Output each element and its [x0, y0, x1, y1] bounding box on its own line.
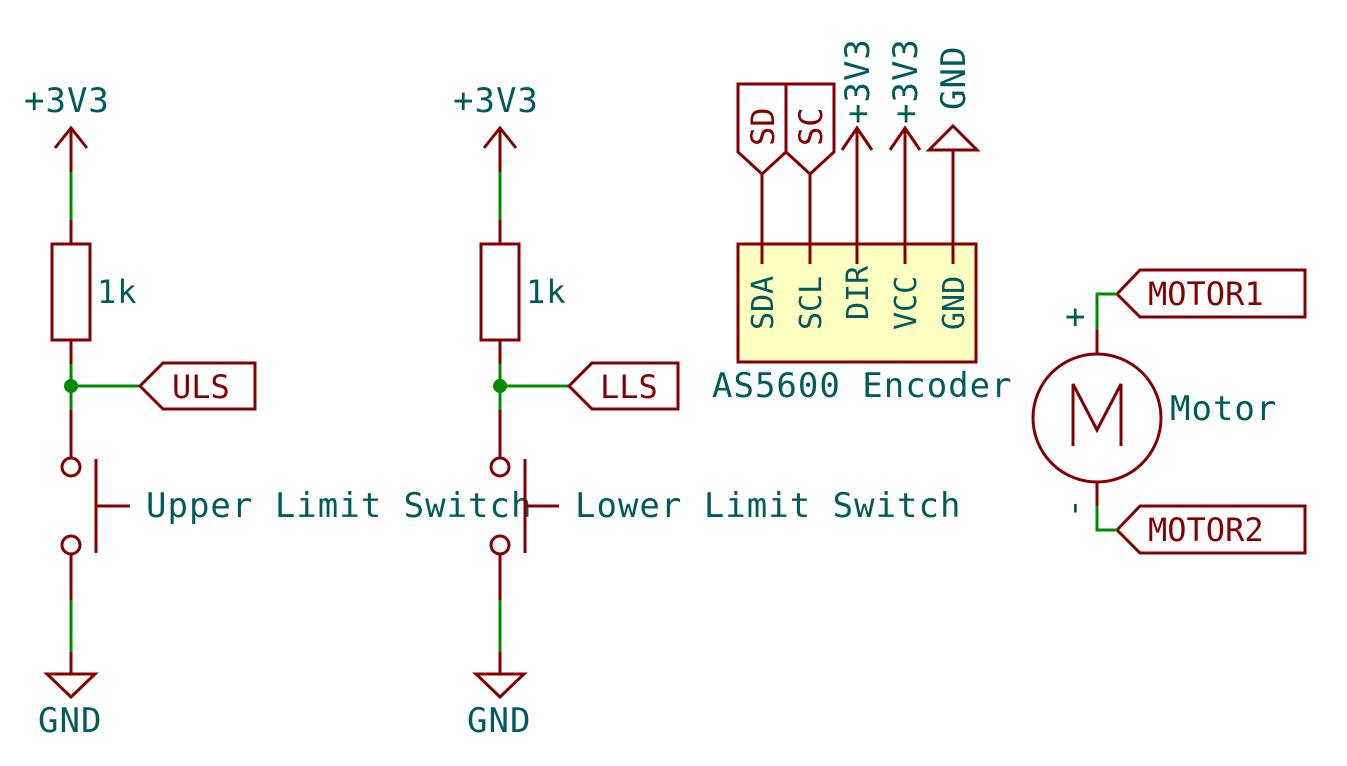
- net-label-motor1-text: MOTOR1: [1148, 275, 1264, 313]
- power-arrow-enc-a: [840, 125, 874, 264]
- encoder-pin-gnd: GND: [937, 276, 972, 330]
- resistor-r1: [50, 242, 92, 342]
- encoder-name: AS5600 Encoder: [712, 366, 1013, 406]
- resistor-r2: [479, 242, 521, 342]
- lower-limit-circuit: +3V3 1k LLS Lower Limit Switch GND: [453, 81, 961, 741]
- encoder-pin-sda: SDA: [746, 276, 781, 330]
- switch-upper-label: Upper Limit Switch: [146, 486, 532, 526]
- net-label-sd-text: SD: [744, 107, 782, 146]
- motor-symbol: [1031, 352, 1163, 484]
- net-label-lls-text: LLS: [600, 368, 658, 406]
- ground-mid-label: GND: [467, 701, 531, 741]
- ground-enc-label: GND: [934, 46, 974, 110]
- resistor-r2-value: 1k: [526, 273, 567, 311]
- encoder-pin-vcc: VCC: [889, 276, 924, 330]
- switch-upper-contact-bottom: [60, 534, 82, 556]
- encoder-pin-dir: DIR: [841, 265, 876, 320]
- net-label-sc: [784, 82, 836, 177]
- net-label-motor1: [1114, 268, 1307, 319]
- switch-upper-contact-top: [60, 456, 82, 478]
- net-label-sc-text: SC: [792, 107, 830, 146]
- switch-lower-contact-bottom: [489, 534, 511, 556]
- power-arrow-enc-b: [888, 125, 922, 264]
- encoder-pin-scl: SCL: [794, 276, 829, 330]
- switch-lower-label: Lower Limit Switch: [575, 486, 961, 526]
- junction-left: [64, 379, 78, 393]
- power-arrow-mid: [482, 125, 518, 172]
- junction-mid: [493, 379, 507, 393]
- ground-left-label: GND: [38, 701, 102, 741]
- net-label-sd: [736, 82, 788, 177]
- net-label-uls-text: ULS: [172, 368, 230, 406]
- motor-circuit: MOTOR1 MOTOR2 + - Motor: [1031, 268, 1307, 555]
- power-3v3-enc-a-label: +3V3: [838, 38, 878, 124]
- ground-left-symbol: [43, 672, 99, 700]
- motor-minus-label: -: [1057, 498, 1097, 519]
- net-label-motor2: [1114, 504, 1307, 555]
- motor-plus-label: +: [1065, 297, 1086, 337]
- upper-limit-circuit: +3V3 1k ULS Upper Limit Switch GND: [24, 81, 532, 741]
- power-arrow-left: [53, 125, 89, 172]
- power-3v3-left-label: +3V3: [24, 81, 110, 121]
- net-label-lls: [566, 361, 680, 411]
- encoder-circuit: SD SC +3V3 +3V3 GND SDA SCL DIR VCC GND …: [712, 38, 1013, 406]
- net-label-uls: [137, 361, 257, 411]
- net-label-motor2-text: MOTOR2: [1148, 511, 1264, 549]
- motor-name: Motor: [1170, 389, 1277, 429]
- power-3v3-mid-label: +3V3: [453, 81, 539, 121]
- switch-lower-contact-top: [489, 456, 511, 478]
- motor-m-glyph: [1071, 383, 1123, 446]
- power-3v3-enc-b-label: +3V3: [886, 38, 926, 124]
- resistor-r1-value: 1k: [97, 273, 138, 311]
- ground-mid-symbol: [472, 672, 528, 700]
